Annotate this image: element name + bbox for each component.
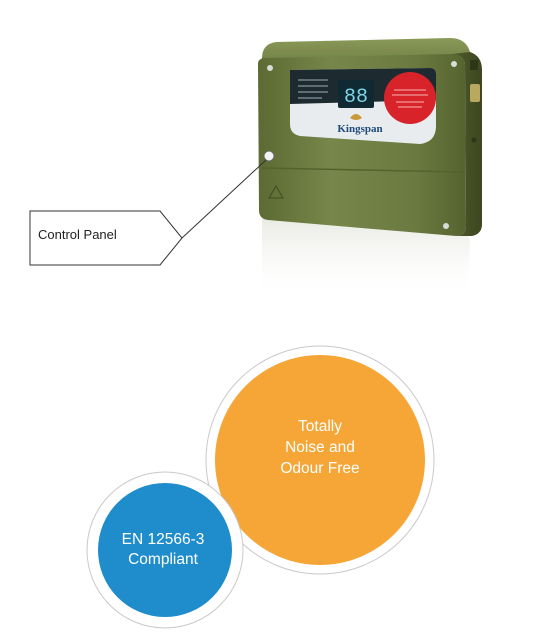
callout-box xyxy=(29,210,183,266)
control-panel-device: 88 Kingspan xyxy=(258,38,482,300)
screw-bottom-right xyxy=(443,223,449,229)
en-compliant-badge-text: EN 12566-3 Compliant xyxy=(115,530,211,570)
device-groove xyxy=(261,167,465,173)
brand-logo: Kingspan xyxy=(337,123,382,135)
control-panel-indicator xyxy=(263,150,275,162)
hinge xyxy=(470,60,478,70)
brand-logo-mark xyxy=(350,114,362,120)
en-compliant-badge-fill xyxy=(98,483,232,617)
device-reflection xyxy=(262,218,470,300)
noise-odour-line-1: Totally xyxy=(298,418,342,435)
noise-odour-line-2: Noise and xyxy=(285,439,355,456)
sticker-text-lines xyxy=(392,89,428,108)
noise-odour-badge-text: Totally Noise and Odour Free xyxy=(255,416,385,479)
en-compliant-badge xyxy=(86,471,244,629)
callout-leader-line xyxy=(181,159,267,239)
device-display xyxy=(338,80,374,108)
en-compliant-line-1: EN 12566-3 xyxy=(121,531,205,548)
warning-triangle-icon xyxy=(268,185,284,199)
control-panel-callout xyxy=(29,159,267,266)
screw-top-right xyxy=(451,61,457,67)
warranty-sticker xyxy=(384,72,436,124)
screw-side xyxy=(471,137,477,143)
noise-odour-line-3: Odour Free xyxy=(280,460,360,477)
cable-gland xyxy=(470,84,480,102)
noise-odour-badge-fill xyxy=(215,355,425,565)
screw-top-left xyxy=(267,65,273,71)
device-display-value: 88 xyxy=(344,86,368,109)
control-panel-label: Control Panel xyxy=(38,227,117,242)
faceplate-text-lines xyxy=(298,79,328,99)
noise-odour-badge xyxy=(205,345,435,575)
en-compliant-line-2: Compliant xyxy=(128,551,198,568)
